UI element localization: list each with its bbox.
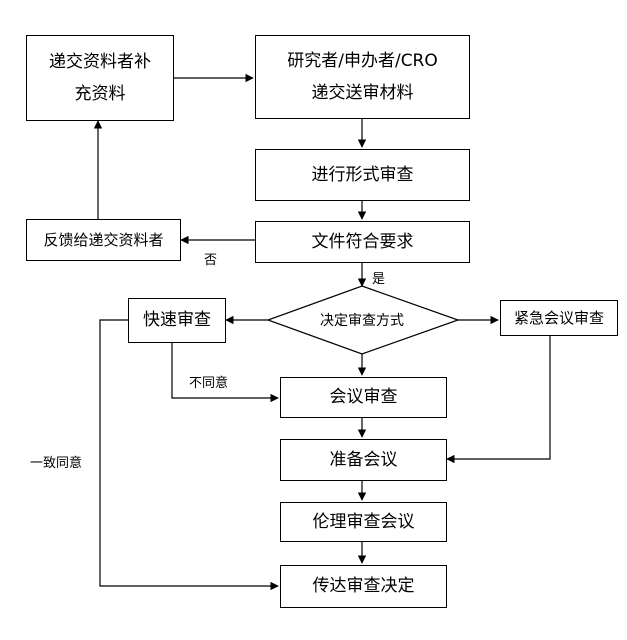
feedback-label: 反馈给递交资料者 xyxy=(43,230,164,249)
ethics-meeting-label: 伦理审查会议 xyxy=(312,511,415,532)
edge-label-yes: 是 xyxy=(372,272,386,287)
arrow-fast-to-meeting xyxy=(171,343,279,403)
docs-ok-label: 文件符合要求 xyxy=(311,231,414,252)
ethics-meeting-box: 伦理审查会议 xyxy=(280,502,447,542)
urgent-meeting-label: 紧急会议审查 xyxy=(513,308,604,327)
urgent-meeting-box: 紧急会议审查 xyxy=(500,300,618,336)
docs-ok-box: 文件符合要求 xyxy=(255,221,470,263)
decide-label: 决定审查方式 xyxy=(320,313,404,329)
arrow-fast-to-convey xyxy=(99,319,279,591)
submit-line1: 研究者/申办者/CRO xyxy=(287,50,438,71)
convey-decision-label: 传达审查决定 xyxy=(312,576,415,597)
prepare-meeting-box: 准备会议 xyxy=(280,439,447,481)
edge-label-no: 否 xyxy=(204,253,218,268)
fast-review-box: 快速审查 xyxy=(128,298,226,343)
feedback-box: 反馈给递交资料者 xyxy=(26,219,181,261)
decision-diamond xyxy=(266,285,460,355)
convey-decision-box: 传达审查决定 xyxy=(280,565,447,608)
submit-line2: 递交送审材料 xyxy=(311,83,414,103)
supplement-box: 递交资料者补 充资料 xyxy=(26,35,174,121)
formal-review-box: 进行形式审查 xyxy=(255,149,470,201)
submit-box: 研究者/申办者/CRO 递交送审材料 xyxy=(255,35,470,119)
edge-label-disagree: 不同意 xyxy=(189,376,229,391)
supplement-line1: 递交资料者补 xyxy=(49,51,151,72)
supplement-line2: 充资料 xyxy=(74,84,126,104)
meeting-review-box: 会议审查 xyxy=(280,377,447,418)
fast-review-label: 快速审查 xyxy=(143,310,211,331)
edge-label-unanimous: 一致同意 xyxy=(30,456,83,471)
formal-review-label: 进行形式审查 xyxy=(311,164,414,185)
arrow-urgent-to-prepare xyxy=(446,336,551,464)
meeting-review-label: 会议审查 xyxy=(329,387,398,408)
prepare-meeting-label: 准备会议 xyxy=(329,449,398,470)
